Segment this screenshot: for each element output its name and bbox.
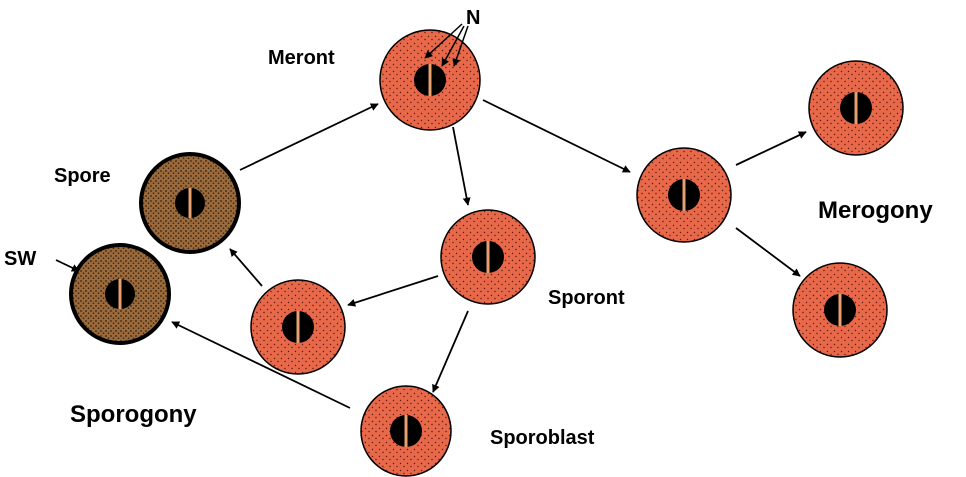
merogony-bottom-cell (792, 262, 888, 358)
label-sporogony: Sporogony (70, 401, 197, 428)
sporoblast-cell (360, 385, 452, 477)
arrow-sw-pointer (55, 259, 80, 272)
arrow-sporont-to-left-cell (347, 275, 439, 307)
label-spore: Spore (54, 165, 111, 187)
arrow-merogony-to-top-cell (735, 131, 807, 166)
arrows (55, 99, 807, 409)
arrow-left-cell-to-spore (229, 248, 263, 287)
arrow-sporont-to-sporoblast (432, 310, 469, 393)
sporont-cell (440, 209, 536, 305)
arrow-sporoblast-to-sw-spore (171, 321, 351, 409)
label-sw: SW (4, 248, 36, 270)
label-merogony: Merogony (818, 197, 933, 224)
meront-cell (379, 29, 481, 131)
arrow-spore-to-meront (239, 103, 379, 171)
spore-wall-cell (69, 243, 171, 345)
label-sporoblast: Sporoblast (490, 427, 595, 449)
label-meront: Meront (268, 47, 335, 69)
label-n: N (466, 7, 480, 29)
nucleus-pointers (424, 23, 469, 67)
arrow-meront-to-sporont (452, 126, 471, 206)
sporogony-cell (250, 279, 346, 375)
merogony-cell (636, 147, 732, 243)
spore-cell (139, 152, 241, 254)
arrow-meront-to-merogony-cell (482, 99, 631, 173)
merogony-top-cell (808, 60, 904, 156)
arrow-merogony-to-bottom-cell (735, 227, 801, 277)
label-sporont: Sporont (548, 287, 625, 309)
